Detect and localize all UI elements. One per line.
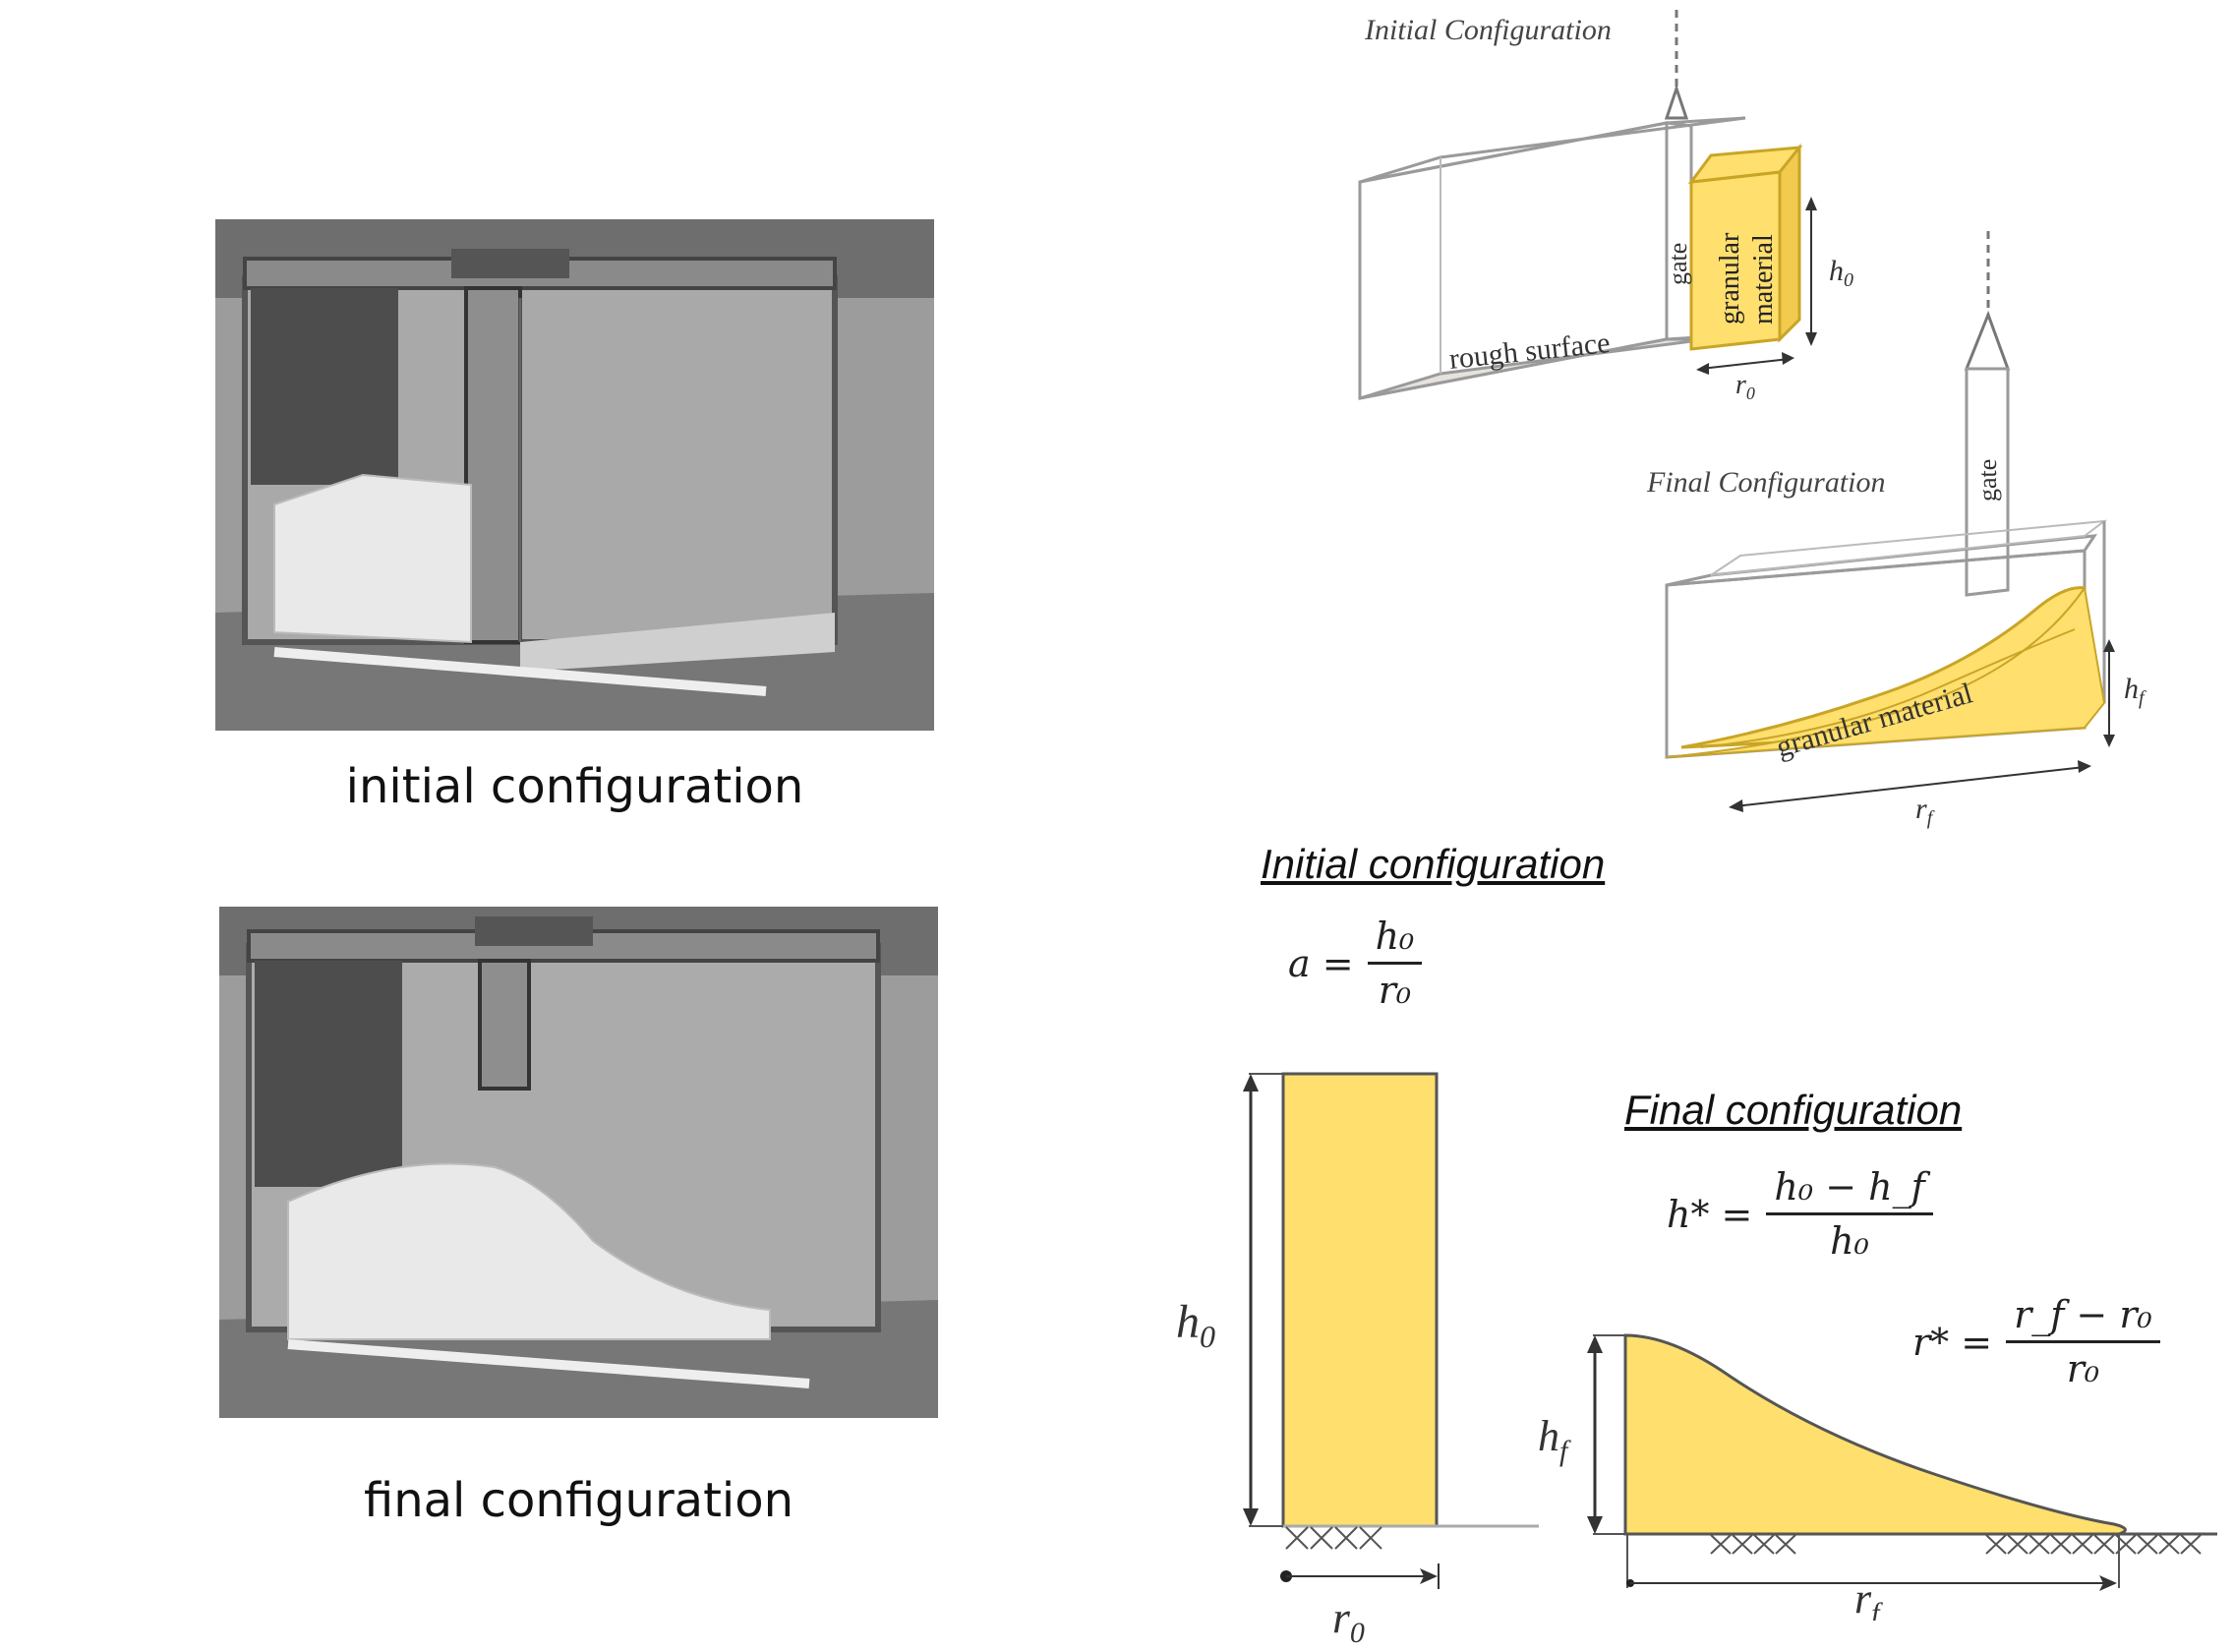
normalized-height-numerator: h₀ − h_f [1766, 1165, 1933, 1215]
schematic-gate-label-final: gate [1973, 459, 2002, 502]
normalized-height-denominator: h₀ [1830, 1219, 1869, 1263]
photo-initial-drawing [215, 219, 934, 731]
photo-final-configuration [219, 907, 938, 1418]
normalized-runout-fraction: r_f − r₀ r₀ [2006, 1293, 2160, 1390]
photo-initial-configuration [215, 219, 934, 731]
initial-r0-label: r0 [1332, 1592, 1365, 1649]
schematic-rf-label: rf [1915, 793, 1935, 829]
normalized-runout-lhs: r* = [1912, 1320, 1993, 1364]
schematic-h0-label: h0 [1829, 255, 1853, 291]
final-deposit-diagram: hf rf [1538, 1333, 2217, 1621]
schematic-3d: Initial Configuration gate granular mate… [1358, 10, 2146, 829]
normalized-height-fraction: h₀ − h_f h₀ [1766, 1165, 1933, 1263]
normalized-height-lhs: h* = [1667, 1192, 1753, 1236]
photo-final-drawing [219, 907, 938, 1418]
schematic-r0-label: r0 [1735, 370, 1755, 403]
schematic-rough-surface-label: rough surface [1447, 326, 1612, 376]
final-rf-label: rf [1854, 1574, 1883, 1621]
initial-column-diagram: h0 r0 [1176, 1072, 1539, 1649]
aspect-ratio-numerator: h₀ [1367, 914, 1423, 965]
photo-initial-caption: initial configuration [345, 759, 804, 814]
aspect-ratio-fraction: h₀ r₀ [1367, 914, 1423, 1012]
schematic-granular-label-1: granular [1715, 232, 1745, 324]
photo-final-caption: final configuration [363, 1473, 794, 1528]
normalized-runout-denominator: r₀ [2066, 1347, 2100, 1390]
normalized-runout-equation: r* = r_f − r₀ r₀ [1912, 1293, 2160, 1390]
schematic-gate-label-initial: gate [1664, 243, 1692, 285]
schematic-granular-label-2: material [1748, 234, 1779, 324]
schematic-hf-label: hf [2124, 673, 2146, 709]
normalized-height-equation: h* = h₀ − h_f h₀ [1667, 1165, 1933, 1263]
initial-section-heading: Initial configuration [1261, 841, 1606, 887]
final-hf-label: hf [1538, 1412, 1571, 1467]
initial-h0-label: h0 [1176, 1296, 1215, 1354]
aspect-ratio-lhs: a = [1288, 941, 1354, 985]
normalized-runout-numerator: r_f − r₀ [2006, 1293, 2160, 1343]
schematic-final-title: Final Configuration [1646, 466, 1886, 499]
final-section-heading: Final configuration [1624, 1087, 1963, 1133]
aspect-ratio-denominator: r₀ [1378, 969, 1412, 1012]
schematic-initial-title: Initial Configuration [1364, 14, 1612, 46]
aspect-ratio-equation: a = h₀ r₀ [1288, 914, 1423, 1012]
